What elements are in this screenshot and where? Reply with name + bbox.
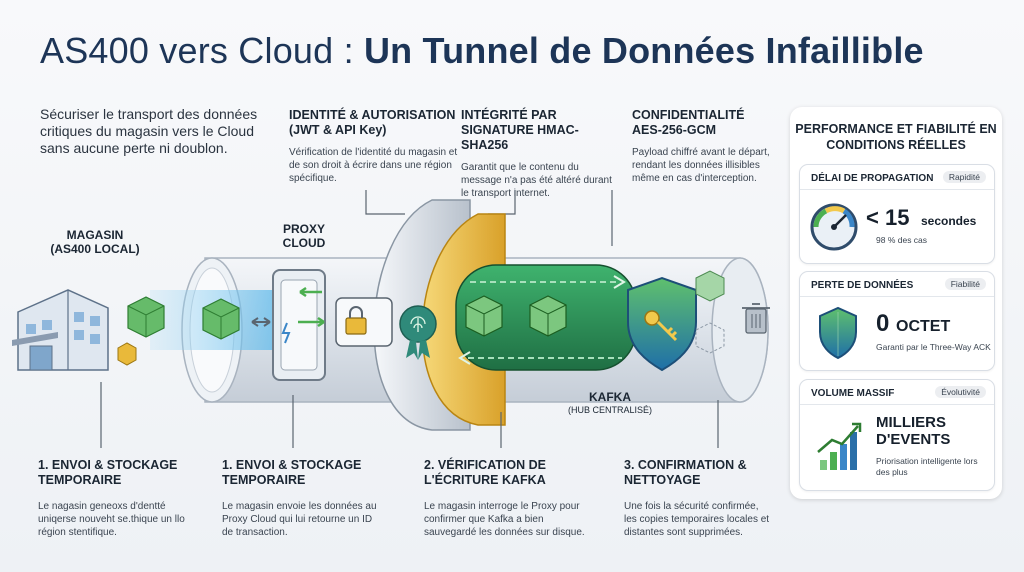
arrow-left-icon <box>299 286 322 298</box>
card-volume-heading: VOLUME MASSIF <box>811 388 895 399</box>
step-confirm-title: 3. CONFIRMATION & NETTOYAGE <box>624 458 747 487</box>
arrow-right-icon <box>298 316 325 328</box>
feature-confidentiality-desc: Payload chiffré avant le départ, rendant… <box>632 147 770 184</box>
double-arrow-icon <box>251 317 271 327</box>
latency-note: 98 % des cas <box>876 235 928 245</box>
package-ghost-icon <box>695 322 725 354</box>
padlock-icon <box>345 317 367 335</box>
lightning-icon <box>281 322 291 344</box>
kafka-flow-lines <box>468 281 622 359</box>
card-latency: DÉLAI DE PROPAGATION Rapidité < 15 secon… <box>799 164 995 264</box>
shield-icon <box>819 306 857 360</box>
volume-value: MILLIERS D'EVENTS <box>876 414 951 448</box>
kafka-label: KAFKA <box>589 390 631 404</box>
kafka-sublabel: (HUB CENTRALISÉ) <box>567 405 652 415</box>
latency-value: < 15 <box>866 205 910 230</box>
step-store-title: 1. ENVOI & STOCKAGE TEMPORAIRE <box>38 458 178 487</box>
card-data-loss-heading: PERTE DE DONNÉES <box>811 280 914 291</box>
feature-integrity-title: INTÉGRITÉ PAR SIGNATURE HMAC-SHA256 <box>461 108 579 152</box>
step-store-desc: Le nagasin geneoxs d'dentté uniqerse nou… <box>38 501 185 538</box>
step-verify-title: 2. VÉRIFICATION DE L'ÉCRITURE KAFKA <box>424 458 547 487</box>
data-loss-unit: OCTET <box>896 318 951 335</box>
tunnel-right-opening <box>711 257 769 403</box>
card-volume-badge: Évolutivité <box>935 386 986 398</box>
step-store: 1. ENVOI & STOCKAGE TEMPORAIRE Le nagasi… <box>38 458 198 539</box>
store-building-icon <box>12 289 137 371</box>
card-data-loss: PERTE DE DONNÉES Fiabilité 0 OCTET Garan… <box>799 271 995 371</box>
step-send: 1. ENVOI & STOCKAGE TEMPORAIRE Le magasi… <box>222 458 382 539</box>
latency-unit: secondes <box>921 214 977 228</box>
feature-integrity: INTÉGRITÉ PAR SIGNATURE HMAC-SHA256 Gara… <box>461 108 621 200</box>
step-verify-desc: Le magasin interroge le Proxy pour confi… <box>424 501 585 538</box>
kafka-flow-arrows <box>458 275 626 365</box>
feature-confidentiality: CONFIDENTIALITÉ AES-256-GCM Payload chif… <box>632 108 772 185</box>
step-confirm: 3. CONFIRMATION & NETTOYAGE Une fois la … <box>624 458 774 539</box>
card-latency-heading: DÉLAI DE PROPAGATION <box>811 173 934 184</box>
step-confirm-desc: Une fois la sécurité confirmée, les copi… <box>624 501 770 538</box>
card-latency-badge: Rapidité <box>942 171 986 183</box>
package-icon <box>529 295 567 337</box>
package-icon <box>465 295 503 337</box>
data-loss-value: 0 <box>876 310 890 337</box>
card-data-loss-badge: Fiabilité <box>944 278 986 290</box>
card-volume: VOLUME MASSIF Évolutivité MILLIERS D'EVE… <box>799 379 995 491</box>
feature-integrity-desc: Garantit que le contenu du message n'a p… <box>461 162 612 199</box>
feature-identity-title: IDENTITÉ & AUTORISATION (JWT & API Key) <box>289 108 456 137</box>
trash-icon <box>742 303 770 334</box>
proxy-label: PROXY CLOUD <box>282 222 326 250</box>
feature-identity-desc: Vérification de l'identité du magasin et… <box>289 147 458 184</box>
growth-chart-icon <box>817 422 862 470</box>
step-send-desc: Le magasin envoie les données au Proxy C… <box>222 501 377 538</box>
page-title: AS400 vers Cloud : Un Tunnel de Données … <box>40 30 924 71</box>
leader-line-integrity <box>488 190 516 215</box>
step-send-title: 1. ENVOI & STOCKAGE TEMPORAIRE <box>222 458 362 487</box>
gauge-icon <box>810 203 858 251</box>
intro-text: Sécuriser le transport des données criti… <box>40 106 258 156</box>
feature-confidentiality-title: CONFIDENTIALITÉ AES-256-GCM <box>632 108 745 137</box>
performance-panel: PERFORMANCE ET FIABILITÉ EN CONDITIONS R… <box>790 107 1002 499</box>
package-icon <box>127 296 165 338</box>
package-icon <box>695 270 725 302</box>
data-loss-note: Garanti par le Three-Way ACK <box>876 342 991 352</box>
store-label: MAGASIN (AS400 LOCAL) <box>50 228 140 256</box>
package-icon <box>202 298 240 340</box>
volume-note: Priorisation intelligente lors des plus <box>876 456 978 477</box>
panel-title: PERFORMANCE ET FIABILITÉ EN CONDITIONS R… <box>795 122 997 152</box>
leader-line-identity <box>365 190 405 215</box>
feature-identity: IDENTITÉ & AUTORISATION (JWT & API Key) … <box>289 108 459 185</box>
step-verify: 2. VÉRIFICATION DE L'ÉCRITURE KAFKA Le m… <box>424 458 594 539</box>
